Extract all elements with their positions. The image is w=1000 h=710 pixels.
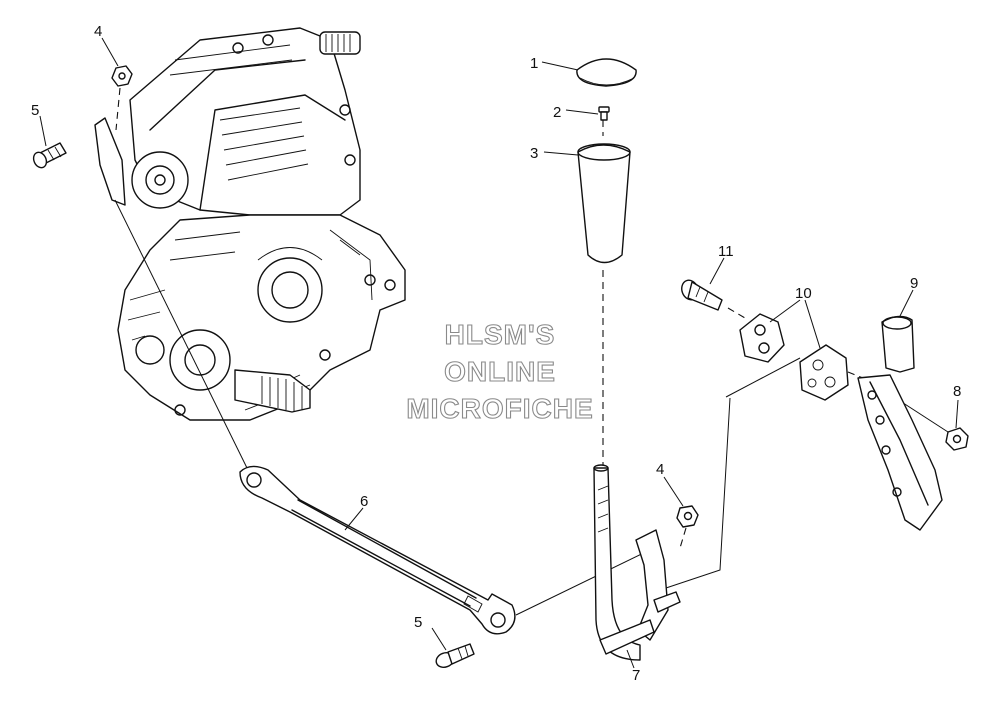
engine-transmission-assembly: [94, 27, 406, 421]
part-nut-upper: [111, 65, 133, 87]
callout-5-lower: 5: [414, 614, 422, 631]
part-bolt-upper: [32, 142, 67, 169]
watermark: HLSM'S ONLINE MICROFICHE: [406, 318, 593, 424]
part-nut-right: [945, 427, 969, 451]
watermark-line-2: ONLINE: [444, 356, 556, 387]
callout-8: 8: [953, 383, 961, 400]
part-bracket: [857, 315, 943, 531]
callout-9: 9: [910, 275, 918, 292]
callout-2: 2: [553, 104, 561, 121]
callout-1: 1: [530, 55, 538, 72]
part-bolt-lower: [435, 643, 475, 668]
callout-leaders: [39, 37, 959, 669]
part-nut-lower: [676, 505, 699, 528]
callout-4-upper: 4: [94, 23, 102, 40]
callout-numbers: 1 2 3 4 5 6 4 5 7 8 9 10 11: [31, 23, 961, 684]
part-shift-grip: [577, 143, 631, 264]
part-screw: [598, 106, 610, 121]
callout-6: 6: [360, 493, 368, 510]
part-linkage-rod: [239, 465, 516, 635]
part-shift-lever: [593, 464, 681, 661]
watermark-line-3: MICROFICHE: [406, 393, 593, 424]
callout-7: 7: [632, 667, 640, 684]
callout-10: 10: [795, 285, 812, 302]
part-bolt-right: [681, 279, 723, 311]
callout-4-lower: 4: [656, 461, 664, 478]
callout-5-upper: 5: [31, 102, 39, 119]
part-knob-cap: [576, 58, 637, 87]
callout-11: 11: [718, 243, 734, 260]
watermark-line-1: HLSM'S: [445, 319, 556, 350]
callout-3: 3: [530, 145, 538, 162]
part-coupler: [739, 313, 849, 401]
